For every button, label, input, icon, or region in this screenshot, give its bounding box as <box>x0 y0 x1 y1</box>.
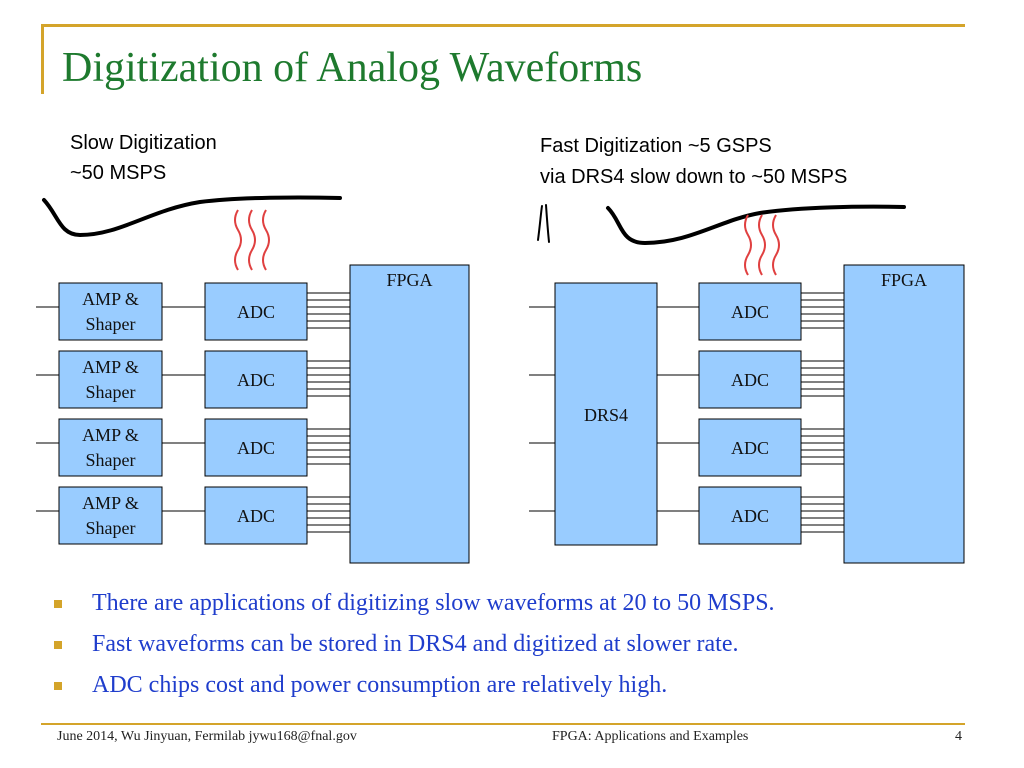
left-data-bus <box>307 292 350 533</box>
page-number: 4 <box>955 729 962 744</box>
right-data-bus <box>801 292 844 533</box>
adc-block-left-2: ADC <box>204 350 308 409</box>
amp-label-line2: Shaper <box>86 518 136 538</box>
adc-label: ADC <box>237 302 275 322</box>
slide-title: Digitization of Analog Waveforms <box>62 45 643 91</box>
bullet-square-icon <box>54 600 62 608</box>
adc-block-right-2: ADC <box>698 350 802 409</box>
footer-divider <box>41 723 965 725</box>
bullet-item: ADC chips cost and power consumption are… <box>54 672 775 713</box>
bullet-list: There are applications of digitizing slo… <box>54 590 775 713</box>
digitization-diagram: Slow Digitization ~50 MSPS Fast Digitiza… <box>36 132 965 564</box>
bullet-text: There are applications of digitizing slo… <box>92 590 775 616</box>
heat-icon-right <box>744 214 780 276</box>
fpga-block-left: FPGA <box>349 264 470 564</box>
drs4-block: DRS4 <box>554 282 658 546</box>
fast-caption-line2: via DRS4 slow down to ~50 MSPS <box>540 166 847 188</box>
adc-label: ADC <box>731 302 769 322</box>
fpga-label: FPGA <box>881 270 927 290</box>
fpga-label: FPGA <box>386 270 432 290</box>
adc-block-left-3: ADC <box>204 418 308 477</box>
adc-block-left-4: ADC <box>204 486 308 545</box>
slow-caption-line1: Slow Digitization <box>70 132 217 154</box>
bullet-square-icon <box>54 682 62 690</box>
adc-label: ADC <box>731 438 769 458</box>
slow-waveform-right <box>606 204 906 246</box>
footer-left: June 2014, Wu Jinyuan, Fermilab jywu168@… <box>57 729 357 744</box>
bullet-item: Fast waveforms can be stored in DRS4 and… <box>54 631 775 672</box>
amp-label-line1: AMP & <box>82 289 139 309</box>
heat-icon-left <box>234 209 270 271</box>
amp-shaper-block-3: AMP & Shaper <box>58 418 163 477</box>
amp-label-line1: AMP & <box>82 357 139 377</box>
adc-label: ADC <box>731 506 769 526</box>
bullet-text: ADC chips cost and power consumption are… <box>92 672 668 698</box>
adc-block-right-4: ADC <box>698 486 802 545</box>
fast-caption-line1: Fast Digitization ~5 GSPS <box>540 135 772 157</box>
accent-bar-vertical <box>41 24 44 94</box>
fast-pulse-waveform <box>537 204 550 243</box>
slow-caption-line2: ~50 MSPS <box>70 162 166 184</box>
slow-waveform-left <box>42 195 342 238</box>
left-input-lines <box>36 306 205 512</box>
amp-shaper-block-2: AMP & Shaper <box>58 350 163 409</box>
adc-label: ADC <box>237 370 275 390</box>
bullet-item: There are applications of digitizing slo… <box>54 590 775 631</box>
bullet-square-icon <box>54 641 62 649</box>
drs4-label: DRS4 <box>584 405 628 425</box>
amp-label-line1: AMP & <box>82 425 139 445</box>
adc-label: ADC <box>237 438 275 458</box>
fpga-block-right: FPGA <box>843 264 965 564</box>
adc-label: ADC <box>731 370 769 390</box>
amp-label-line1: AMP & <box>82 493 139 513</box>
adc-block-left-1: ADC <box>204 282 308 341</box>
right-input-lines <box>529 306 699 512</box>
footer-center: FPGA: Applications and Examples <box>552 729 749 744</box>
amp-shaper-block-4: AMP & Shaper <box>58 486 163 545</box>
accent-bar-horizontal <box>41 24 965 27</box>
amp-label-line2: Shaper <box>86 450 136 470</box>
amp-label-line2: Shaper <box>86 382 136 402</box>
adc-block-right-3: ADC <box>698 418 802 477</box>
bullet-text: Fast waveforms can be stored in DRS4 and… <box>92 631 739 657</box>
adc-block-right-1: ADC <box>698 282 802 341</box>
amp-label-line2: Shaper <box>86 314 136 334</box>
adc-label: ADC <box>237 506 275 526</box>
amp-shaper-block-1: AMP & Shaper <box>58 282 163 341</box>
